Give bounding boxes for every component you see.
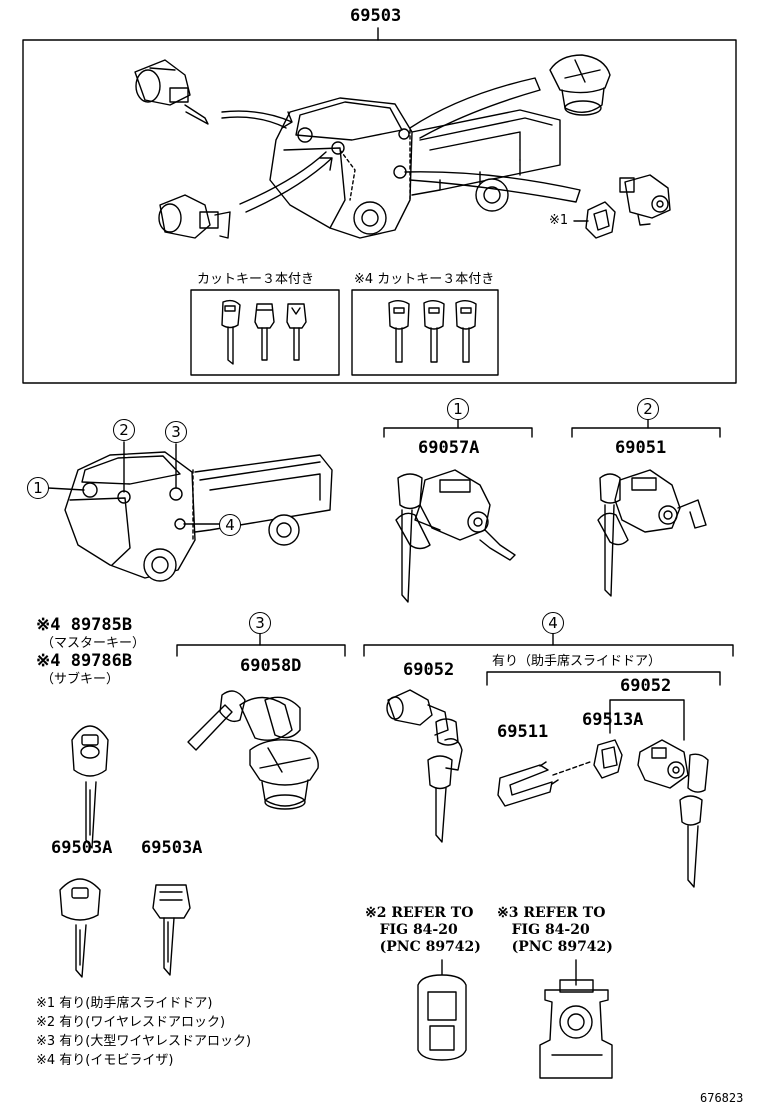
group2-bracket — [571, 419, 721, 438]
key-set-frames — [190, 289, 499, 376]
key-set-left-caption: カットキー３本付き — [197, 272, 315, 287]
location-marker-2: 2 — [113, 419, 135, 441]
group2-part-number: 69051 — [615, 438, 667, 458]
main-frame — [22, 27, 737, 384]
group4-right-part: 69052 — [620, 676, 672, 696]
group3-part-number: 69058D — [240, 656, 302, 676]
slide-door-lock-icon — [637, 739, 709, 888]
ring-icon — [573, 201, 616, 239]
ignition-switch-2-icon — [597, 469, 707, 597]
truck-illustration-top — [269, 97, 561, 239]
ring-part-number: 69513A — [582, 710, 644, 730]
door-lock-left-icon — [386, 689, 463, 843]
sub-key-desc: （サブキー） — [41, 672, 120, 687]
arrows-top — [221, 77, 581, 213]
rear-lock-icon — [619, 174, 671, 226]
sub-key-part: ※4 89786B — [36, 651, 133, 671]
master-key-part: ※4 89785B — [36, 615, 133, 635]
key-blank-a1-part: 69503A — [51, 838, 113, 858]
master-key-blank-icon — [59, 878, 101, 978]
figure-id: 676823 — [700, 1091, 744, 1105]
group4-marker: 4 — [542, 612, 564, 634]
fuel-lid-lock-icon — [187, 690, 319, 810]
group4-left-part: 69052 — [403, 660, 455, 680]
main-part-number: 69503 — [350, 6, 402, 26]
ignition-switch-icon — [414, 469, 516, 561]
wireless-remote-icon — [417, 959, 467, 1061]
key-icons-top — [221, 299, 477, 365]
footnote-3: ※3 有り(大型ワイヤレスドアロック) — [36, 1034, 252, 1049]
clip-part-number: 69511 — [497, 722, 549, 742]
truck-illustration-locations — [47, 441, 333, 582]
group1-bracket — [383, 419, 533, 438]
location-marker-1: 1 — [27, 477, 49, 499]
group4-bracket — [363, 633, 734, 686]
immobilizer-key-icon — [71, 725, 109, 849]
ring-69513a-icon — [552, 699, 685, 779]
ignition-keys-icon — [395, 473, 431, 603]
refer-note-3: ※3 REFER TO FIG 84-20 (PNC 89742) — [497, 905, 613, 955]
master-key-desc: （マスターキー） — [41, 636, 146, 651]
footnote-4: ※4 有り(イモビライザ) — [36, 1053, 174, 1068]
group1-part-number: 69057A — [418, 438, 480, 458]
location-marker-3: 3 — [165, 421, 187, 443]
footnote-1: ※1 有り(助手席スライドドア) — [36, 996, 213, 1011]
group4-bracket-label: 有り（助手席スライドドア） — [492, 654, 662, 669]
slide-door-clip-icon — [497, 761, 559, 807]
note1-callout: ※1 — [549, 213, 569, 228]
large-wireless-remote-icon — [539, 959, 613, 1079]
fuel-cap-icon — [549, 54, 611, 116]
refer-note-2: ※2 REFER TO FIG 84-20 (PNC 89742) — [365, 905, 481, 955]
group2-marker: 2 — [637, 398, 659, 420]
group3-marker: 3 — [249, 612, 271, 634]
door-lock-cylinder-icon — [134, 59, 209, 125]
group3-bracket — [176, 633, 346, 657]
ignition-lock-icon — [158, 194, 231, 239]
key-blank-a2-part: 69503A — [141, 838, 203, 858]
location-marker-4: 4 — [219, 514, 241, 536]
sub-key-blank-icon — [152, 884, 191, 976]
footnote-2: ※2 有り(ワイヤレスドアロック) — [36, 1015, 226, 1030]
key-set-right-caption: ※4 カットキー３本付き — [354, 272, 495, 287]
group1-marker: 1 — [447, 398, 469, 420]
